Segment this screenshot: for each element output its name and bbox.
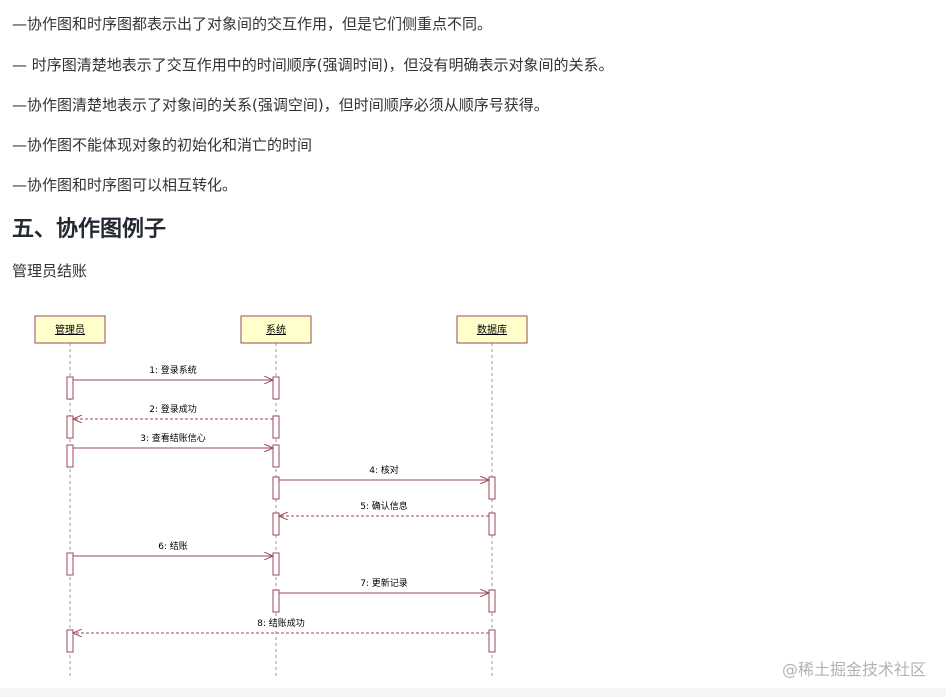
paragraph-1: —协作图和时序图都表示出了对象间的交互作用，但是它们侧重点不同。 (12, 15, 493, 33)
paragraph-4: —协作图不能体现对象的初始化和消亡的时间 (12, 136, 313, 154)
lifeline-label-0: 管理员 (55, 323, 85, 336)
sequence-diagram: 管理员 系统 数据库 1: 登录系统 2: 登录成功 3: 查看结账信心 4: 核对 5: 确… (34, 315, 528, 676)
activation-from-6 (272, 589, 280, 613)
watermark: @稀土掘金技术社区 (781, 660, 926, 679)
message-label-4: 5: 确认信息 (360, 500, 408, 512)
section-heading: 五、协作图例子 (12, 217, 167, 242)
lifeline-box-2 (456, 315, 528, 344)
activation-to-1 (66, 415, 74, 439)
activation-to-3 (488, 476, 496, 500)
activation-to-0 (272, 376, 280, 400)
activation-from-3 (272, 476, 280, 500)
activation-to-2 (272, 444, 280, 468)
message-label-7: 8: 结账成功 (257, 617, 305, 629)
activation-to-6 (488, 589, 496, 613)
paragraph-2: — 时序图清楚地表示了交互作用中的时间顺序(强调时间)，但没有明确表示对象间的关… (12, 56, 614, 74)
activation-from-1 (272, 415, 280, 439)
activation-to-7 (66, 629, 74, 653)
message-label-3: 4: 核对 (369, 464, 399, 476)
lifeline-label-1: 系统 (266, 323, 286, 336)
message-label-0: 1: 登录系统 (149, 364, 197, 376)
message-label-2: 3: 查看结账信心 (140, 432, 206, 444)
bottom-band (0, 688, 946, 697)
activation-from-5 (66, 552, 74, 576)
paragraph-3: —协作图清楚地表示了对象间的关系(强调空间)，但时间顺序必须从顺序号获得。 (12, 96, 549, 114)
activation-to-5 (272, 552, 280, 576)
diagram-caption: 管理员结账 (12, 262, 88, 280)
message-label-1: 2: 登录成功 (149, 403, 197, 415)
message-label-5: 6: 结账 (158, 540, 188, 552)
activation-from-2 (66, 444, 74, 468)
lifeline-box-0 (34, 315, 106, 344)
paragraph-5: —协作图和时序图可以相互转化。 (12, 176, 238, 194)
lifeline-label-2: 数据库 (477, 323, 507, 336)
activation-to-4 (272, 512, 280, 536)
lifeline-box-1 (240, 315, 312, 344)
message-label-6: 7: 更新记录 (360, 577, 408, 589)
activation-from-7 (488, 629, 496, 653)
activation-from-0 (66, 376, 74, 400)
activation-from-4 (488, 512, 496, 536)
